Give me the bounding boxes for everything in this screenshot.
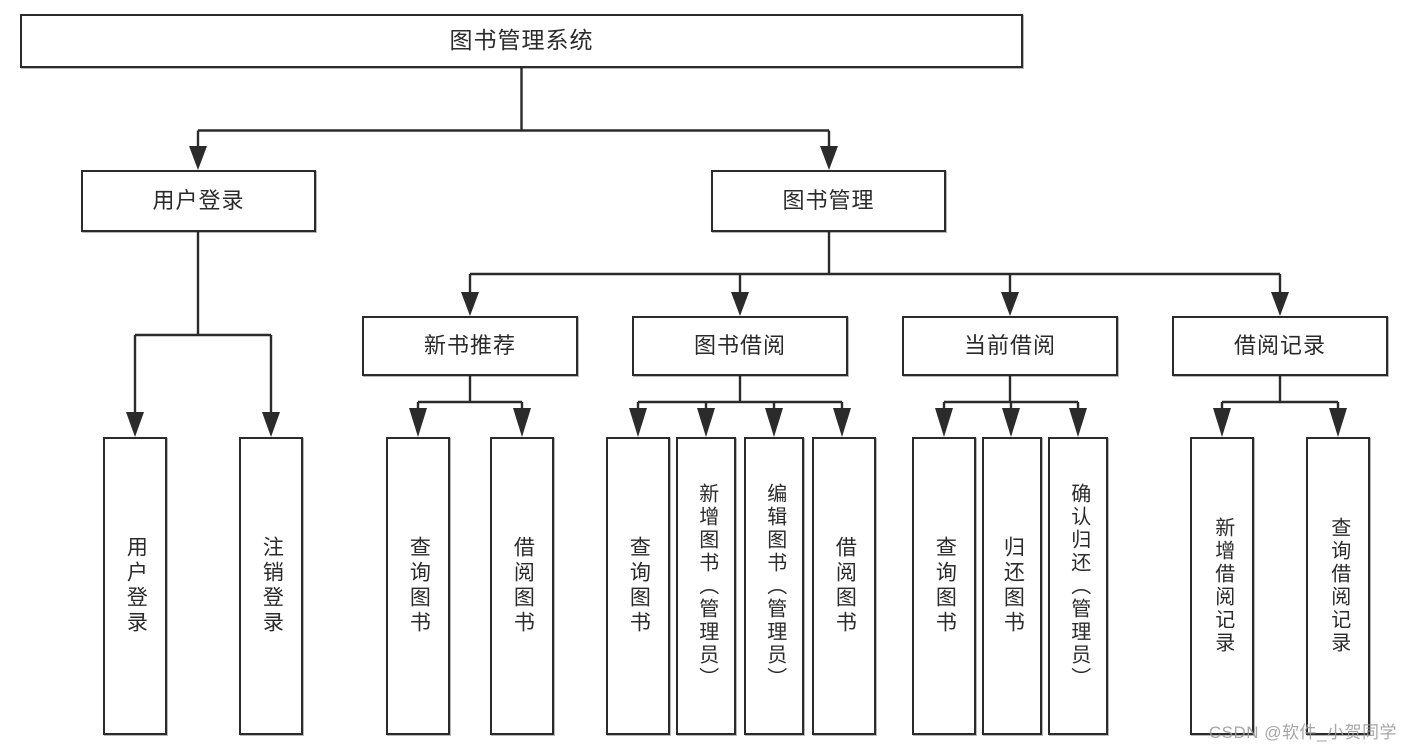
- node-root[interactable]: 图书管理系统: [20, 14, 1023, 68]
- node-leaf-logout-login[interactable]: 注销登录: [239, 437, 303, 735]
- node-leaf-query-book-3[interactable]: 查询图书: [912, 437, 976, 735]
- connector-user-login-to-leaves: [126, 232, 280, 437]
- node-leaf-edit-book-label: 编辑图书（管理员）: [763, 482, 786, 690]
- arrowhead-borrow-record: [1271, 292, 1289, 316]
- node-leaf-add-record[interactable]: 新增借阅记录: [1190, 437, 1254, 735]
- node-leaf-confirm-return[interactable]: 确认归还（管理员）: [1048, 437, 1108, 735]
- connector-book-management-to-level3: [461, 232, 1289, 316]
- node-leaf-user-login[interactable]: 用户登录: [103, 437, 167, 735]
- arrowhead-book-management: [820, 146, 838, 170]
- node-leaf-return-book-label: 归还图书: [1001, 536, 1025, 636]
- node-leaf-add-record-label: 新增借阅记录: [1211, 517, 1234, 655]
- connector-borrow-record-to-leaves: [1213, 376, 1347, 437]
- node-book-borrow[interactable]: 图书借阅: [632, 316, 848, 376]
- node-leaf-add-book-label: 新增图书（管理员）: [695, 482, 718, 690]
- node-leaf-edit-book[interactable]: 编辑图书（管理员）: [744, 437, 804, 735]
- arrowhead-leaf-edit-book: [765, 408, 783, 437]
- node-leaf-query-book-2[interactable]: 查询图书: [606, 437, 670, 735]
- node-leaf-query-book-2-label: 查询图书: [627, 536, 651, 636]
- node-leaf-logout-login-label: 注销登录: [260, 536, 284, 636]
- node-leaf-confirm-return-label: 确认归还（管理员）: [1067, 482, 1090, 690]
- arrowhead-leaf-logout-login: [262, 412, 280, 437]
- watermark-text: CSDN @软件_小贺同学: [1208, 723, 1397, 742]
- arrowhead-book-borrow: [731, 292, 749, 316]
- arrowhead-leaf-confirm-return: [1069, 408, 1087, 437]
- node-root-label: 图书管理系统: [449, 27, 594, 54]
- connector-new-book-recommend-to-leaves: [409, 376, 531, 437]
- connector-book-borrow-to-leaves: [629, 376, 851, 437]
- node-current-borrow[interactable]: 当前借阅: [902, 316, 1118, 376]
- arrowhead-leaf-user-login: [126, 412, 144, 437]
- connector-root-to-level2: [189, 68, 838, 170]
- node-leaf-query-record-label: 查询借阅记录: [1327, 517, 1350, 655]
- node-leaf-borrow-book-1-label: 借阅图书: [511, 536, 535, 636]
- node-user-login[interactable]: 用户登录: [81, 170, 316, 232]
- arrowhead-leaf-query-record: [1329, 408, 1347, 437]
- arrowhead-leaf-return-book: [1002, 408, 1020, 437]
- arrowhead-new-book-recommend: [461, 292, 479, 316]
- node-leaf-query-record[interactable]: 查询借阅记录: [1306, 437, 1370, 735]
- arrowhead-leaf-borrow-book-2: [833, 408, 851, 437]
- arrowhead-leaf-borrow-book-1: [513, 408, 531, 437]
- arrowhead-leaf-query-book-2: [629, 408, 647, 437]
- node-book-borrow-label: 图书借阅: [693, 333, 786, 359]
- node-borrow-record-label: 借阅记录: [1233, 333, 1326, 359]
- node-current-borrow-label: 当前借阅: [963, 333, 1056, 359]
- node-leaf-query-book-3-label: 查询图书: [933, 536, 957, 636]
- node-leaf-query-book-1[interactable]: 查询图书: [386, 437, 450, 735]
- node-leaf-borrow-book-1[interactable]: 借阅图书: [490, 437, 554, 735]
- arrowhead-leaf-query-book-3: [935, 408, 953, 437]
- node-user-login-label: 用户登录: [152, 188, 245, 214]
- node-book-management-label: 图书管理: [782, 188, 875, 214]
- node-leaf-borrow-book-2[interactable]: 借阅图书: [812, 437, 876, 735]
- arrowhead-leaf-query-book-1: [409, 408, 427, 437]
- node-leaf-borrow-book-2-label: 借阅图书: [833, 536, 857, 636]
- node-book-management[interactable]: 图书管理: [711, 170, 946, 232]
- arrowhead-user-login: [189, 146, 207, 170]
- node-leaf-query-book-1-label: 查询图书: [407, 536, 431, 636]
- node-leaf-user-login-label: 用户登录: [124, 536, 148, 636]
- node-leaf-return-book[interactable]: 归还图书: [982, 437, 1042, 735]
- node-leaf-add-book[interactable]: 新增图书（管理员）: [676, 437, 736, 735]
- connector-current-borrow-to-leaves: [935, 376, 1087, 437]
- node-new-book-recommend[interactable]: 新书推荐: [362, 316, 578, 376]
- node-new-book-recommend-label: 新书推荐: [423, 333, 516, 359]
- node-borrow-record[interactable]: 借阅记录: [1172, 316, 1388, 376]
- arrowhead-leaf-add-book: [697, 408, 715, 437]
- arrowhead-leaf-add-record: [1213, 408, 1231, 437]
- arrowhead-current-borrow: [1001, 292, 1019, 316]
